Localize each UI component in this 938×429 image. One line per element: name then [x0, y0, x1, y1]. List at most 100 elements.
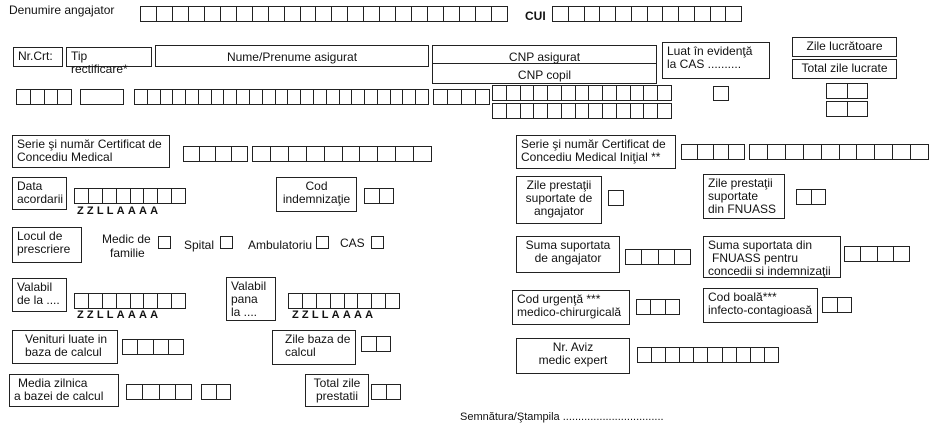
total-zile-lucrate-header: Total zile lucrate — [792, 59, 897, 79]
zile-fnuass-label-3: din FNUASS — [708, 202, 777, 216]
cod-indemnizatie-label-1: Cod — [305, 179, 328, 193]
nr-crt-field[interactable] — [16, 89, 72, 105]
venituri-label-1: Venituri luate in — [25, 332, 108, 346]
serie-initial-label-1: Serie şi număr Certificat de — [521, 137, 666, 151]
tip-rectificare-field[interactable] — [80, 89, 124, 105]
serie-initial-label-box: Serie şi număr Certificat de Concediu Me… — [516, 135, 676, 169]
cod-indemnizatie-label-box: Cod indemnizaţie — [276, 177, 357, 212]
suma-fnuass-label-3: concedii si indemnizaţii — [708, 264, 831, 278]
suma-fnuass-label-1: Suma suportata din — [708, 238, 813, 252]
valabil-pana-format: ZZLLAAAA — [292, 309, 377, 321]
valabil-de-la-label-1: Valabil — [17, 280, 53, 294]
cod-indemnizatie-label-2: indemnizaţie — [282, 192, 351, 206]
luat-in-evidenta-field[interactable] — [713, 86, 729, 101]
serie-certificat-label-1: Serie şi număr Certificat de — [17, 137, 162, 151]
valabil-de-la-field[interactable] — [74, 293, 186, 309]
nr-aviz-field[interactable] — [637, 347, 779, 363]
total-zile-prestatii-label-2: prestatii — [315, 389, 359, 403]
spital-label: Spital — [184, 238, 215, 252]
cui-field[interactable] — [552, 6, 742, 22]
locul-prescriere-label-box: Locul de prescriere — [12, 227, 82, 263]
locul-prescriere-label-1: Locul de — [17, 229, 63, 243]
total-zile-lucrate-field[interactable] — [826, 101, 868, 117]
cod-boala-label-box: Cod boală*** infecto-contagioasă — [703, 288, 818, 323]
media-zilnica-field[interactable] — [126, 384, 192, 400]
cnp-asigurat-field[interactable] — [492, 85, 672, 101]
ambulatoriu-checkbox[interactable] — [316, 236, 329, 249]
suma-angajator-label-1: Suma suportata — [525, 238, 611, 252]
valabil-de-la-label-box: Valabil de la .... — [12, 278, 67, 312]
la-cas-label: la CAS .......... — [667, 57, 742, 71]
nr-aviz-label-1: Nr. Aviz — [552, 340, 594, 354]
suma-angajator-label-box: Suma suportata de angajator — [516, 236, 620, 273]
zile-angajator-label-3: angajator — [533, 204, 585, 218]
employer-name-field[interactable] — [140, 6, 508, 22]
zile-lucratoare-field[interactable] — [826, 83, 868, 99]
locul-prescriere-label-2: prescriere — [17, 242, 71, 256]
cod-urgenta-label-2: medico-chirurgicală — [517, 305, 622, 319]
zile-baza-label-box: Zile baza de calcul — [272, 330, 356, 365]
spital-checkbox[interactable] — [220, 236, 233, 249]
suma-fnuass-label-box: Suma suportata din FNUASS pentru concedi… — [703, 236, 841, 278]
serie-certificat-label-box: Serie şi număr Certificat de Concediu Me… — [12, 135, 170, 168]
numar-initial-field[interactable] — [749, 144, 929, 160]
total-zile-prestatii-label-box: Total zile prestatii — [305, 374, 369, 407]
zile-fnuass-label-box: Zile prestaţii suportate din FNUASS — [703, 174, 785, 219]
serie-initial-label-2: Concediu Medical Iniţial ** — [521, 150, 661, 164]
medic-familie-label-1: Medic de — [102, 232, 151, 246]
luat-in-evidenta-label: Luat în evidenţă — [667, 44, 753, 58]
cnp-header-box: CNP asigurat CNP copil — [432, 45, 657, 84]
valabil-pana-label-box: Valabil pana la .... — [226, 277, 276, 321]
valabil-de-la-format: ZZLLAAAA — [77, 309, 162, 321]
venituri-label-2: baza de calcul — [25, 345, 102, 359]
nume-prenume-extra-field[interactable] — [433, 89, 490, 105]
cas-label: CAS — [340, 236, 365, 250]
cod-urgenta-label-box: Cod urgenţă *** medico-chirurgicală — [512, 290, 630, 325]
total-zile-prestatii-field[interactable] — [371, 384, 401, 400]
suma-angajator-field[interactable] — [625, 249, 691, 265]
cod-boala-field[interactable] — [822, 297, 852, 313]
zile-fnuass-label-1: Zile prestaţii — [708, 176, 773, 190]
zile-baza-field[interactable] — [361, 336, 391, 352]
cod-urgenta-label-1: Cod urgenţă *** — [517, 292, 601, 306]
cnp-asigurat-header: CNP asigurat — [508, 50, 581, 64]
zile-angajator-field[interactable] — [608, 190, 624, 206]
cui-label: CUI — [525, 9, 546, 23]
cod-boala-label-2: infecto-contagioasă — [708, 303, 813, 317]
medic-familie-checkbox[interactable] — [158, 236, 171, 249]
cnp-copil-field[interactable] — [492, 103, 672, 119]
numar-certificat-field[interactable] — [252, 146, 432, 162]
valabil-pana-field[interactable] — [288, 293, 400, 309]
nr-aviz-label-2: medic expert — [538, 353, 608, 367]
serie-certificat-field[interactable] — [183, 146, 248, 162]
tip-rectificare-header: Tip rectificare* — [66, 47, 152, 76]
zile-angajator-label-1: Zile prestaţii — [526, 178, 592, 192]
media-zilnica-label-box: Media zilnica a bazei de calcul — [9, 374, 119, 407]
suma-fnuass-label-2: FNUASS pentru — [712, 251, 799, 265]
venituri-field[interactable] — [122, 339, 184, 355]
nume-prenume-field[interactable] — [134, 89, 429, 105]
cnp-copil-header: CNP copil — [517, 68, 572, 82]
semnatura-stampila-line[interactable]: Semnătura/Ştampila .....................… — [460, 411, 664, 423]
data-acordarii-label-2: acordarii — [17, 192, 64, 206]
zile-lucratoare-header: Zile lucrătoare — [792, 37, 897, 57]
nr-crt-header: Nr.Crt: — [13, 47, 63, 67]
valabil-de-la-label-2: de la .... — [17, 293, 60, 307]
zile-fnuass-field[interactable] — [796, 189, 826, 205]
serie-initial-field[interactable] — [681, 144, 745, 160]
venituri-label-box: Venituri luate in baza de calcul — [12, 330, 118, 364]
data-acordarii-format: ZZLLAAAA — [77, 205, 162, 217]
suma-fnuass-field[interactable] — [844, 246, 910, 262]
cas-checkbox[interactable] — [371, 236, 384, 249]
valabil-pana-label-3: la .... — [231, 305, 258, 319]
data-acordarii-field[interactable] — [74, 188, 186, 204]
medic-familie-label-2: familie — [110, 246, 145, 260]
cod-urgenta-field[interactable] — [636, 299, 680, 315]
nr-aviz-label-box: Nr. Aviz medic expert — [516, 338, 630, 374]
zile-fnuass-label-2: suportate — [708, 189, 759, 203]
zile-baza-label-1: Zile baza de — [285, 332, 351, 346]
cod-indemnizatie-field[interactable] — [364, 188, 394, 204]
zile-angajator-label-2: suportate de — [525, 191, 593, 205]
valabil-pana-label-2: pana — [231, 292, 258, 306]
media-zilnica-decimals-field[interactable] — [201, 384, 231, 400]
